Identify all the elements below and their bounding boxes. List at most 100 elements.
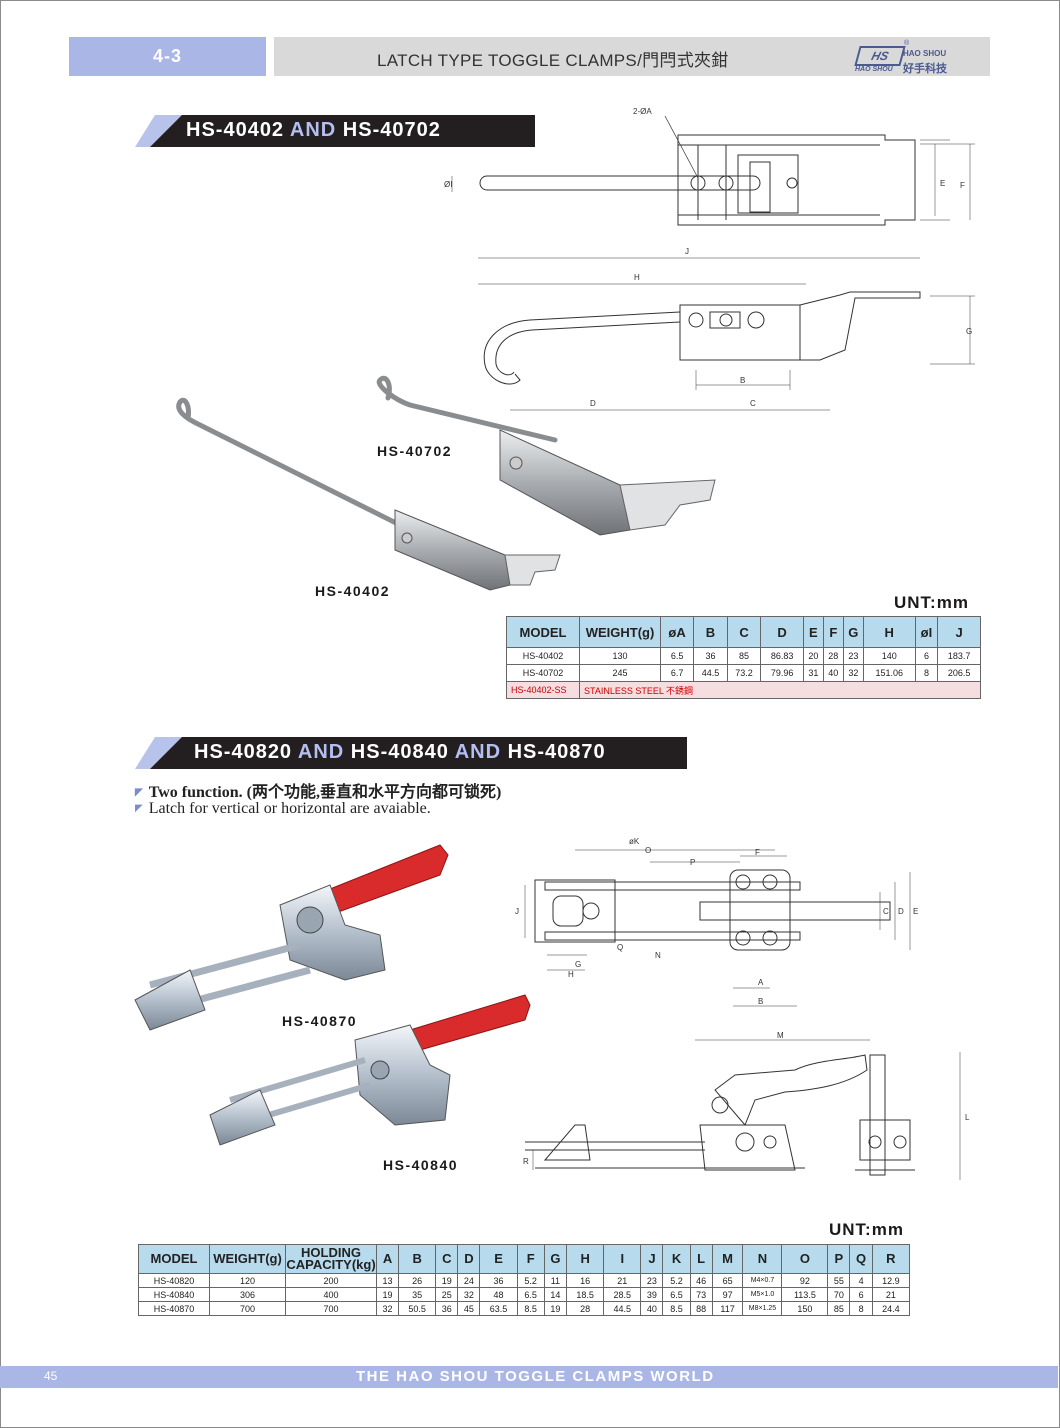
svg-text:H: H	[568, 970, 574, 979]
table-header-cell: H	[862, 616, 916, 648]
table-cell: 44.5	[693, 664, 728, 682]
svg-text:C: C	[883, 907, 889, 916]
table-cell: 6.5	[662, 1287, 691, 1302]
table-header-cell: R	[871, 1244, 911, 1274]
table-cell: 92	[781, 1273, 829, 1288]
table-cell: 24	[457, 1273, 481, 1288]
table-cell: HS-40840	[138, 1287, 210, 1302]
footer-bar	[0, 1366, 1058, 1388]
table-row: HS-40702 245 6.7 44.5 73.2 79.96 31 40 3…	[506, 664, 981, 682]
table-cell: 85	[827, 1301, 851, 1316]
table-cell: 700	[209, 1301, 286, 1316]
table-cell: 140	[862, 647, 916, 665]
table-cell: 31	[802, 664, 824, 682]
table-cell: 73.2	[726, 664, 762, 682]
table-cell: 8.5	[662, 1301, 691, 1316]
header-bar	[274, 37, 990, 76]
table-cell: 23	[640, 1273, 664, 1288]
table-header-cell: B	[693, 616, 728, 648]
table-cell: 88	[689, 1301, 713, 1316]
section2-banner-title: HS-40820 AND HS-40840 AND HS-40870	[194, 741, 606, 763]
table-cell: 28.5	[603, 1287, 642, 1302]
table-cell: 20	[802, 647, 824, 665]
table-cell: 5.2	[662, 1273, 691, 1288]
table-header-cell: C	[726, 616, 762, 648]
table-header-cell: D	[760, 616, 804, 648]
svg-text:B: B	[740, 376, 745, 385]
table-cell: 120	[209, 1273, 286, 1288]
section1-banner	[150, 115, 535, 147]
table-cell: 700	[285, 1301, 377, 1316]
table-row: HS-40402 130 6.5 36 85 86.83 20 28 23 14…	[506, 647, 981, 665]
table-cell: HS-40820	[138, 1273, 210, 1288]
table-cell: M8×1.25	[742, 1301, 783, 1316]
table-header-cell: Q	[849, 1244, 873, 1274]
table-cell: 39	[640, 1287, 664, 1302]
table-header-cell: G	[543, 1244, 568, 1274]
table-cell: 6.5	[516, 1287, 545, 1302]
table-cell: 36	[435, 1301, 459, 1316]
svg-text:H: H	[634, 273, 640, 282]
table-cell: 35	[398, 1287, 437, 1302]
page-number: 45	[44, 1369, 58, 1383]
table-header-cell: øA	[659, 616, 695, 648]
section1-banner-title: HS-40402 AND HS-40702	[186, 119, 441, 141]
feature-bullet: ◤Latch for vertical or horizontal are av…	[135, 800, 431, 817]
section1-side-view-drawing: J H G B C D	[478, 247, 975, 411]
svg-text:P: P	[690, 858, 695, 867]
model-label-hs-40840: HS-40840	[383, 1157, 459, 1173]
table-header-cell: J	[640, 1244, 664, 1274]
table-header-cell: B	[398, 1244, 437, 1274]
table-cell: 6	[849, 1287, 873, 1302]
svg-text:F: F	[960, 181, 965, 190]
brand-logo-mark: HS	[854, 46, 906, 66]
table-cell: 40	[822, 664, 844, 682]
table-cell: 19	[375, 1287, 400, 1302]
table-cell: 97	[711, 1287, 744, 1302]
table-header-cell: G	[842, 616, 864, 648]
table-cell: 8.5	[516, 1301, 545, 1316]
table-cell: 130	[579, 647, 661, 665]
table-cell: 21	[871, 1287, 911, 1302]
table-header-row: MODEL WEIGHT(g) øA B C D E F G H øI J	[506, 616, 981, 648]
table-cell-ss-note: STAINLESS STEEL 不銹鋼	[579, 681, 981, 699]
svg-text:ØI: ØI	[444, 180, 452, 189]
table-row: HS-40840 306 400 19 35 25 32 48 6.5 14 1…	[138, 1287, 911, 1302]
section1-unit-label: UNT:mm	[894, 593, 969, 612]
svg-text:C: C	[750, 399, 756, 408]
section1-product-photo	[176, 375, 716, 591]
table-cell: 19	[435, 1273, 459, 1288]
table-cell: 8	[849, 1301, 873, 1316]
table-cell: 25	[435, 1287, 459, 1302]
svg-text:R: R	[523, 1157, 529, 1166]
table-cell: 79.96	[760, 664, 804, 682]
svg-text:J: J	[685, 247, 689, 256]
brand-name-cn: 好手科技	[903, 63, 947, 75]
footer-tagline: THE HAO SHOU TOGGLE CLAMPS WORLD	[356, 1368, 715, 1385]
table-header-cell: WEIGHT(g)	[209, 1244, 286, 1274]
svg-text:L: L	[965, 1113, 970, 1122]
svg-text:øK: øK	[629, 837, 640, 846]
svg-text:2-ØA: 2-ØA	[633, 107, 652, 116]
table-cell: 183.7	[937, 647, 981, 665]
table-header-cell: E	[802, 616, 824, 648]
table-cell: 6.7	[659, 664, 695, 682]
table-header-cell: HOLDING CAPACITY(kg)	[285, 1244, 377, 1274]
table-header-cell: A	[375, 1244, 400, 1274]
table-cell: 6.5	[659, 647, 695, 665]
svg-text:G: G	[966, 327, 972, 336]
section-number: 4-3	[69, 37, 266, 76]
table-header-cell: J	[937, 616, 981, 648]
table-cell: 14	[543, 1287, 568, 1302]
feature-bullet: ◤Two function. (两个功能,垂直和水平方向都可锁死)	[135, 784, 502, 801]
model-label-hs-40402: HS-40402	[315, 583, 391, 599]
table-header-cell: WEIGHT(g)	[579, 616, 661, 648]
svg-text:O: O	[645, 846, 651, 855]
table-cell: 28	[822, 647, 844, 665]
table-cell: 32	[842, 664, 864, 682]
table-cell: 12.9	[871, 1273, 911, 1288]
table-cell: 16	[566, 1273, 605, 1288]
table-cell: 8	[914, 664, 939, 682]
brand-logo-sub: HAO SHOU	[855, 66, 893, 73]
table-cell: 73	[689, 1287, 713, 1302]
